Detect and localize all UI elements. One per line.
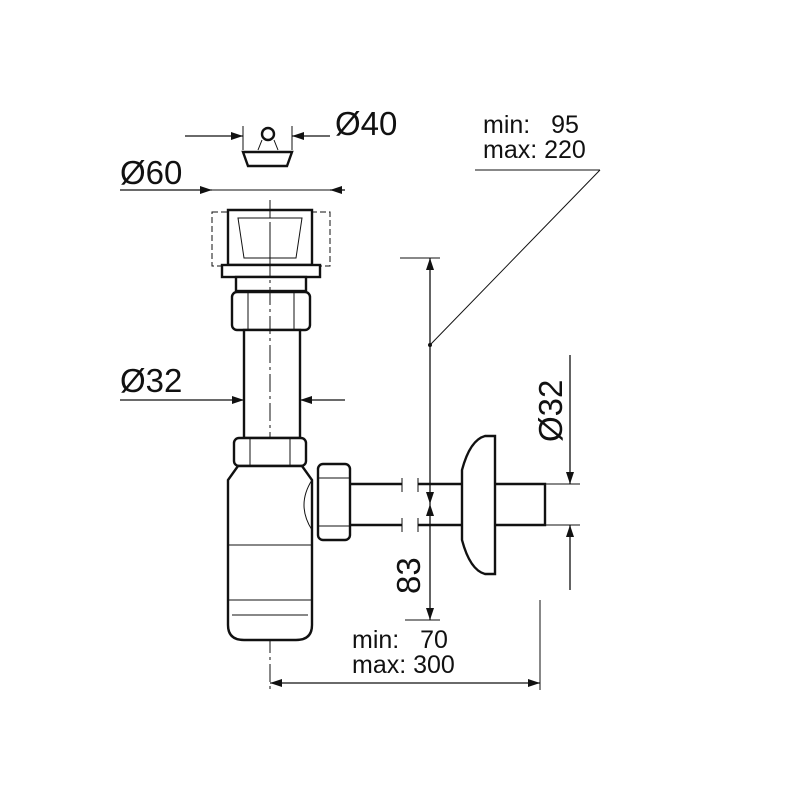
height-min-label: min: 95 <box>483 111 579 139</box>
length-max-label: max: 300 <box>352 651 455 679</box>
stopper-plug <box>241 126 294 168</box>
height-dimension: min: 95 max: 220 83 <box>390 111 601 621</box>
inlet-pipe-dimension: Ø32 <box>120 362 345 404</box>
bottle-trap <box>226 464 314 642</box>
inlet-diameter-label: Ø32 <box>120 362 182 399</box>
side-nut <box>316 462 352 542</box>
height-max-label: max: 220 <box>483 136 586 164</box>
strainer-diameter-label: Ø60 <box>120 154 182 191</box>
plug-diameter-dimension: Ø40 <box>185 105 397 150</box>
length-dimension: min: 70 max: 300 <box>270 600 541 690</box>
outlet-pipe <box>350 478 547 532</box>
upper-nut <box>230 290 312 332</box>
outlet-pipe-dimension: Ø32 <box>532 355 580 590</box>
strainer-dimension: Ø60 <box>120 154 345 194</box>
plug-diameter-label: Ø40 <box>335 105 397 142</box>
outlet-diameter-label: Ø32 <box>532 380 569 442</box>
strainer-body <box>211 208 331 293</box>
wall-flange <box>460 434 497 576</box>
outlet-offset-label: 83 <box>390 557 427 594</box>
inlet-pipe <box>242 328 302 440</box>
length-min-label: min: 70 <box>352 626 448 654</box>
lower-nut <box>232 436 308 468</box>
